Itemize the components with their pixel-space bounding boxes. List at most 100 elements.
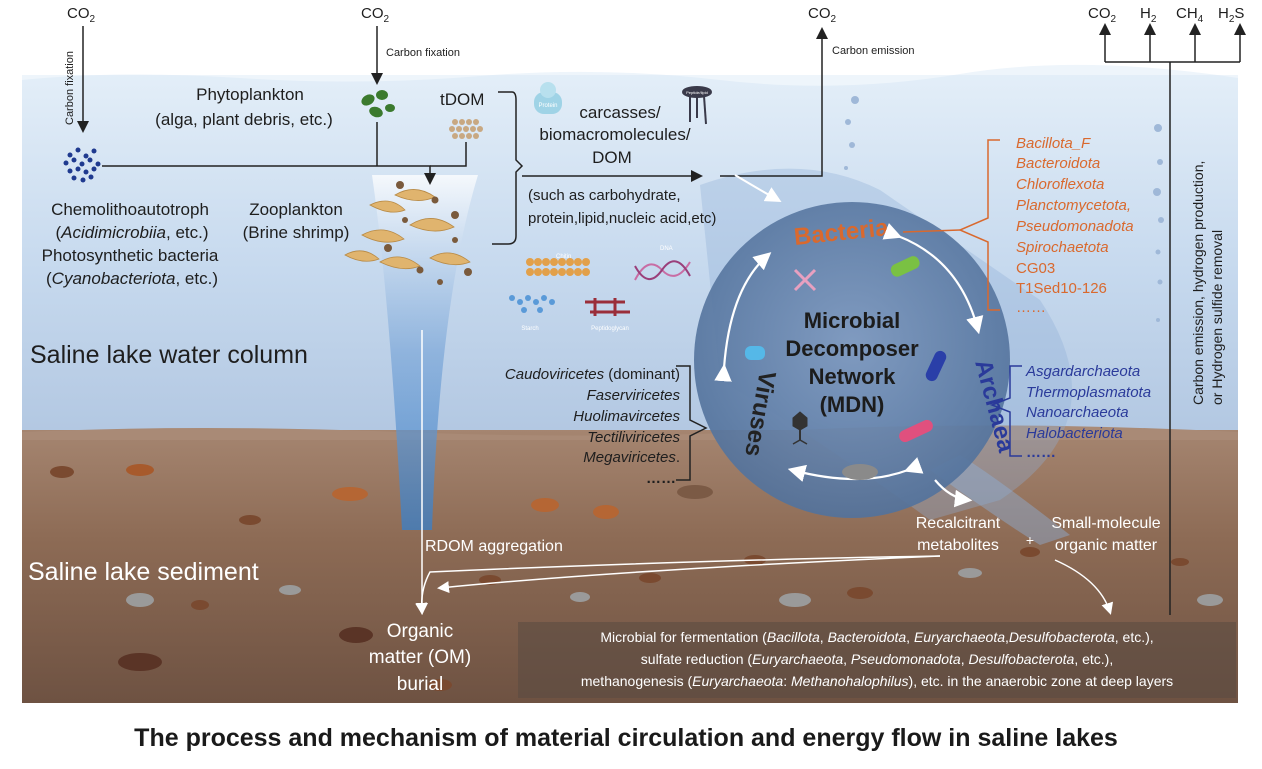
anaerobic-line-3: methanogenesis (Euryarchaeota: Methanoha… bbox=[581, 673, 1173, 689]
phage-icon bbox=[792, 411, 808, 445]
zooplankton-label: Zooplankton bbox=[249, 200, 343, 219]
om-burial-label-2: matter (OM) bbox=[369, 647, 471, 668]
archaea-taxon: Asgardarchaeota bbox=[1025, 363, 1140, 380]
pebbles bbox=[50, 464, 1223, 691]
chemo-sub: (Acidimicrobiia, etc.) bbox=[55, 223, 208, 242]
photo-label: Photosynthetic bacteria bbox=[42, 246, 219, 265]
mdn-title-3: Network bbox=[809, 364, 897, 389]
bacterium-green-icon bbox=[890, 256, 920, 277]
mdn-pebble bbox=[842, 464, 878, 480]
gas-ch4-label: CH4 bbox=[1176, 5, 1204, 25]
co2-mid-label: CO2 bbox=[361, 5, 390, 25]
tdom-down-line bbox=[430, 142, 467, 167]
bacteria-connector bbox=[902, 229, 961, 233]
dom-line1: carcasses/ bbox=[579, 103, 661, 122]
gas-emission-tree bbox=[1099, 23, 1246, 615]
emission-arrow bbox=[720, 27, 828, 177]
virus-taxon: Faserviricetes bbox=[587, 387, 681, 404]
mdn-title-2: Decomposer bbox=[785, 336, 919, 361]
svg-text:Chitin: Chitin bbox=[556, 254, 571, 260]
bacteria-taxon: Chloroflexota bbox=[1016, 176, 1104, 193]
algae-icon bbox=[361, 90, 395, 118]
virus-taxa-list: Caudoviricetes (dominant) Faserviricetes… bbox=[505, 366, 681, 487]
plankton-debris bbox=[384, 181, 472, 285]
gas-bubbles bbox=[844, 96, 1164, 322]
carbon-fixation-vertical: Carbon fixation bbox=[64, 51, 76, 125]
archaea-taxon: Thermoplasmatota bbox=[1026, 384, 1151, 401]
right-vertical-label-2: or Hydrogen sulfide removal bbox=[1209, 230, 1225, 405]
gas-h2-label: H2 bbox=[1140, 5, 1157, 25]
brine-shrimp-icon bbox=[344, 189, 471, 270]
peptidoglycan-icon: Peptidoglycan bbox=[585, 298, 630, 332]
dom-bracket bbox=[492, 91, 524, 245]
chemo-label: Chemolithoautotroph bbox=[51, 200, 209, 219]
svg-text:Peptide/lipid: Peptide/lipid bbox=[686, 90, 708, 95]
virus-bracket bbox=[676, 365, 708, 481]
dom-white-arrow bbox=[734, 174, 782, 202]
bacteria-taxon: CG03 bbox=[1016, 260, 1055, 277]
small-molecule-label-2: organic matter bbox=[1055, 537, 1158, 554]
virus-more: …… bbox=[646, 470, 676, 487]
sediment-flows bbox=[415, 330, 1114, 615]
bacteria-taxon: Spirochaetota bbox=[1016, 239, 1109, 256]
bacteria-taxon: Bacillota_F bbox=[1016, 135, 1091, 152]
virus-taxon: Huolimavircetes bbox=[573, 408, 680, 425]
co2-right-label: CO2 bbox=[808, 5, 837, 25]
gas-h2s-label: H2S bbox=[1218, 5, 1244, 25]
mdn-title-4: (MDN) bbox=[820, 392, 885, 417]
figure-title: The process and mechanism of material ci… bbox=[134, 724, 1118, 752]
water-column bbox=[22, 75, 1238, 430]
plus-sign: + bbox=[1026, 532, 1034, 548]
carbon-emission-label: Carbon emission bbox=[832, 45, 915, 57]
dom-line2: biomacromolecules/ bbox=[539, 125, 690, 144]
om-burial-label-3: burial bbox=[397, 674, 443, 695]
bacteria-taxon: Bacteroidota bbox=[1016, 155, 1100, 172]
svg-text:Protein: Protein bbox=[538, 103, 557, 109]
recalcitrant-label-2: metabolites bbox=[917, 537, 999, 554]
co2-left-label: CO2 bbox=[67, 5, 96, 25]
svg-text:DNA: DNA bbox=[660, 246, 673, 252]
dom-examples-1: (such as carbohydrate, bbox=[528, 187, 681, 204]
tdom-particles-icon bbox=[449, 119, 483, 139]
carbon-fixation-mid: Carbon fixation bbox=[386, 47, 460, 59]
archaea-taxa-list: Asgardarchaeota Thermoplasmatota Nanoarc… bbox=[1025, 363, 1151, 461]
recalcitrant-label-1: Recalcitrant bbox=[916, 515, 1001, 532]
bacteria-taxon: Planctomycetota, bbox=[1016, 197, 1131, 214]
starch-icon: Starch bbox=[509, 295, 555, 332]
protein-icon: Protein bbox=[534, 82, 562, 114]
anaerobic-line-2: sulfate reduction (Euryarchaeota, Pseudo… bbox=[641, 651, 1113, 667]
gas-co2-label: CO2 bbox=[1088, 5, 1117, 25]
water-column-label: Saline lake water column bbox=[30, 341, 308, 369]
lipid-icon: Peptide/lipid bbox=[682, 86, 712, 125]
bacteria-taxa-list: Bacillota_F Bacteroidota Chloroflexota P… bbox=[1016, 135, 1134, 316]
chitin-icon: Chitin bbox=[526, 254, 590, 276]
dna-icon: DNA bbox=[634, 246, 691, 281]
anaerobic-zone-box bbox=[518, 622, 1236, 698]
archaea-more: …… bbox=[1026, 444, 1056, 461]
phytoplankton-sub: (alga, plant debris, etc.) bbox=[155, 110, 333, 129]
archaea-taxon: Halobacteriota bbox=[1026, 425, 1123, 442]
spirochete-icon bbox=[793, 268, 817, 292]
om-burial-label-1: Organic bbox=[387, 621, 454, 642]
bacteria-taxon: T1Sed10-126 bbox=[1016, 280, 1107, 297]
archaea-taxon: Nanoarchaeota bbox=[1026, 404, 1129, 421]
sediment-label: Saline lake sediment bbox=[28, 558, 259, 586]
right-vertical-label-1: Carbon emission, hydrogen production, bbox=[1190, 161, 1206, 405]
tdom-label: tDOM bbox=[440, 90, 484, 109]
svg-text:Starch: Starch bbox=[521, 326, 538, 332]
virus-taxon: Megaviricetes. bbox=[583, 449, 680, 466]
archaeon-pink-icon bbox=[899, 419, 933, 443]
virus-taxon: Caudoviricetes (dominant) bbox=[505, 366, 680, 383]
svg-text:Peptidoglycan: Peptidoglycan bbox=[591, 326, 629, 332]
mdn-title-1: Microbial bbox=[804, 308, 901, 333]
virus-taxon: Tectiliviricetes bbox=[587, 429, 680, 446]
mdn-outflow-band bbox=[930, 455, 1070, 545]
dom-examples-2: protein,lipid,nucleic acid,etc) bbox=[528, 210, 716, 227]
anaerobic-line-1: Microbial for fermentation (Bacillota, B… bbox=[600, 629, 1153, 645]
phytoplankton-label: Phytoplankton bbox=[196, 85, 304, 104]
rdom-label: RDOM aggregation bbox=[425, 538, 563, 555]
capsule-bacterium-icon bbox=[745, 346, 765, 360]
archaea-bracket bbox=[989, 365, 1022, 457]
zooplankton-sub: (Brine shrimp) bbox=[243, 223, 350, 242]
